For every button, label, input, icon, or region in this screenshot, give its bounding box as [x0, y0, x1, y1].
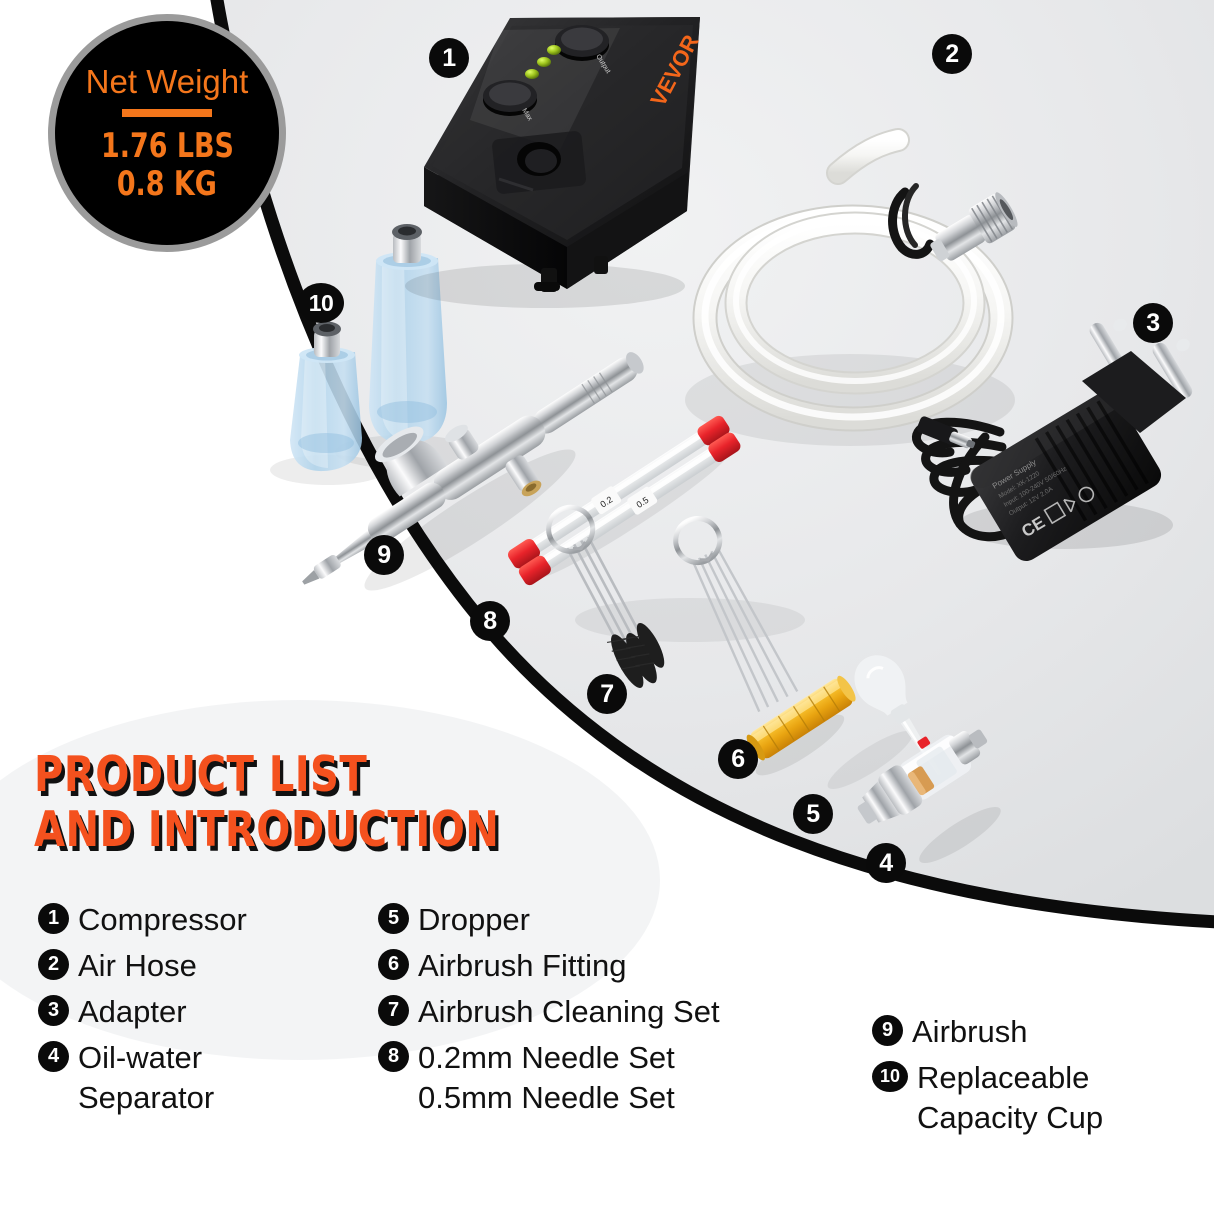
legend-label-3: Adapter: [78, 993, 187, 1029]
net-weight-badge: Net Weight 1.76 LBS 0.8 KG: [48, 14, 286, 252]
legend-label-4: Oil-water Separator: [78, 1038, 214, 1118]
callout-badge-7[interactable]: 7: [587, 674, 627, 714]
legend-label-4-line2: Separator: [78, 1079, 215, 1115]
legend-badge-9: 9: [872, 1015, 903, 1046]
legend-label-6: Airbrush Fitting: [418, 947, 627, 983]
legend-label-8-line1: 0.2mm Needle Set: [418, 1039, 675, 1075]
callout-badge-6[interactable]: 6: [718, 739, 758, 779]
legend-label-10-line1: Replaceable: [917, 1059, 1090, 1095]
legend-badge-7: 7: [378, 994, 409, 1026]
legend-item-airbrush[interactable]: 9 Airbrush: [872, 1012, 1212, 1052]
legend-label-10: Replaceable Capacity Cup: [917, 1058, 1103, 1138]
legend-badge-8: 8: [378, 1040, 409, 1072]
page-title: PRODUCT LIST AND INTRODUCTION: [34, 746, 601, 858]
callout-badge-1[interactable]: 1: [429, 38, 469, 78]
legend-label-4-line1: Oil-water: [78, 1039, 203, 1075]
product-legend: 1 Compressor 2 Air Hose 3 Adapter 4 Oil-…: [0, 900, 1214, 1200]
callout-badge-5[interactable]: 5: [793, 794, 833, 834]
callout-badge-3[interactable]: 3: [1133, 303, 1173, 343]
product-oil-water-separator: [857, 729, 1001, 864]
legend-badge-10: 10: [872, 1060, 908, 1092]
legend-label-9: Airbrush: [912, 1014, 1028, 1049]
product-airbrush-cleaning-set: [546, 504, 805, 713]
product-airbrush: [302, 352, 644, 591]
legend-label-8: 0.2mm Needle Set 0.5mm Needle Set: [418, 1038, 675, 1118]
legend-label-2: Air Hose: [78, 947, 197, 983]
legend-item-adapter[interactable]: 3 Adapter: [38, 992, 358, 1032]
legend-badge-3: 3: [38, 994, 69, 1026]
net-weight-lbs: 1.76 LBS: [100, 125, 234, 166]
legend-badge-6: 6: [378, 948, 409, 980]
product-airbrush-fitting: [746, 675, 856, 776]
legend-item-airbrush-cleaning-set[interactable]: 7 Airbrush Cleaning Set: [378, 992, 828, 1032]
callout-badge-4[interactable]: 4: [866, 843, 906, 883]
legend-badge-4: 4: [38, 1040, 69, 1072]
legend-column-2: 5 Dropper 6 Airbrush Fitting 7 Airbrush …: [378, 900, 828, 1124]
legend-item-airbrush-fitting[interactable]: 6 Airbrush Fitting: [378, 946, 828, 986]
legend-label-5: Dropper: [418, 902, 530, 937]
product-compressor: Output Max VEVOR: [405, 17, 704, 308]
callout-badge-10[interactable]: 10: [298, 283, 344, 323]
legend-label-7: Airbrush Cleaning Set: [418, 993, 720, 1029]
product-adapter: Power Supply Model: XK-1220 Input: 100-2…: [912, 318, 1193, 562]
legend-item-air-hose[interactable]: 2 Air Hose: [38, 946, 358, 986]
legend-label-8-line2: 0.5mm Needle Set: [418, 1079, 675, 1115]
net-weight-divider: [122, 108, 212, 117]
legend-badge-5: 5: [378, 903, 409, 934]
legend-badge-2: 2: [38, 948, 69, 980]
net-weight-title: Net Weight: [85, 62, 249, 100]
legend-item-compressor[interactable]: 1 Compressor: [38, 900, 358, 940]
legend-column-1: 1 Compressor 2 Air Hose 3 Adapter 4 Oil-…: [38, 900, 358, 1124]
legend-label-10-line2: Capacity Cup: [917, 1099, 1104, 1135]
legend-item-replaceable-capacity-cup[interactable]: 10 Replaceable Capacity Cup: [872, 1058, 1212, 1138]
legend-column-3: 9 Airbrush 10 Replaceable Capacity Cup: [872, 1012, 1212, 1144]
net-weight-kg: 0.8 KG: [116, 164, 217, 204]
page-title-line1: PRODUCT LIST: [34, 746, 368, 803]
legend-item-dropper[interactable]: 5 Dropper: [378, 900, 828, 940]
callout-badge-9[interactable]: 9: [364, 535, 404, 575]
callout-badge-2[interactable]: 2: [932, 34, 972, 74]
legend-item-oil-water-separator[interactable]: 4 Oil-water Separator: [38, 1038, 358, 1118]
callout-badge-8[interactable]: 8: [470, 601, 510, 641]
legend-item-needle-set[interactable]: 8 0.2mm Needle Set 0.5mm Needle Set: [378, 1038, 828, 1118]
legend-badge-1: 1: [38, 903, 69, 934]
legend-label-1: Compressor: [78, 902, 247, 937]
page-title-line2: AND INTRODUCTION: [34, 800, 500, 858]
